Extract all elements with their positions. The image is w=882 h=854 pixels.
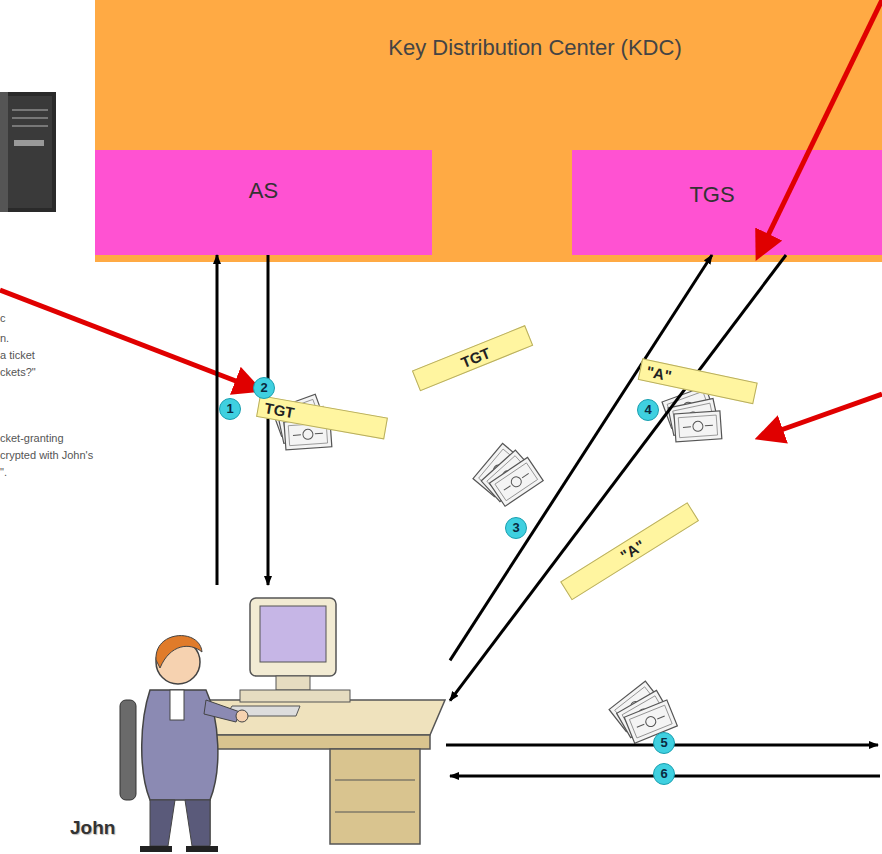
cut-off-note: ckets?" xyxy=(0,366,36,379)
cut-off-note: cket-granting xyxy=(0,432,64,445)
ticket-tag: "A" xyxy=(560,502,699,600)
cut-off-note: a ticket xyxy=(0,349,35,362)
pointer-arrow xyxy=(760,0,882,252)
callout-number: 2 xyxy=(253,377,275,399)
callout-number: 6 xyxy=(653,763,675,785)
node-label: Key Distribution Center (KDC) xyxy=(385,34,685,63)
cut-off-note: c xyxy=(0,312,6,325)
person-illustration xyxy=(120,598,445,852)
cut-off-note: ". xyxy=(0,466,7,479)
callout-number: 4 xyxy=(637,399,659,421)
message-arrow xyxy=(216,255,219,585)
cut-off-note: n. xyxy=(0,332,9,345)
node-label: AS xyxy=(95,178,432,204)
ticket-tag: TGT xyxy=(412,325,533,391)
callout-number: 3 xyxy=(505,517,527,539)
ticket-icon xyxy=(465,435,545,513)
kdc-band: Key Distribution Center (KDC) AS TGS xyxy=(95,0,882,262)
message-arrow xyxy=(450,255,712,660)
cut-off-note: crypted with John's xyxy=(0,449,93,462)
callout-number: 1 xyxy=(219,398,241,420)
node-label: TGS xyxy=(572,182,852,208)
pointer-arrow xyxy=(764,394,882,436)
node-label: John xyxy=(70,817,150,840)
server-icon xyxy=(0,92,56,212)
callout-number: 5 xyxy=(653,732,675,754)
message-arrow xyxy=(450,255,786,701)
as-box: AS xyxy=(95,150,432,255)
tgs-box: TGS xyxy=(572,150,882,255)
